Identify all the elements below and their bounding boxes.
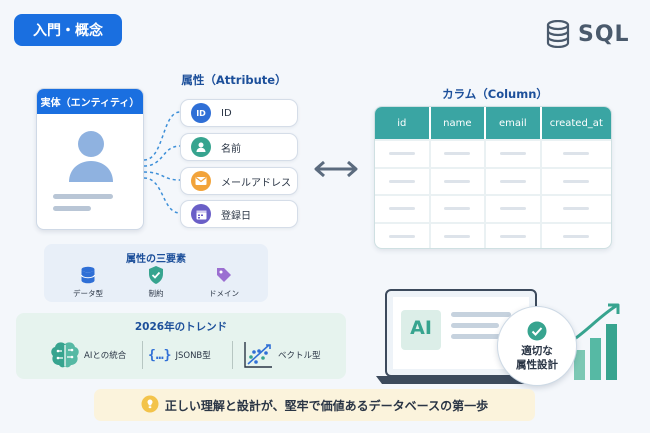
element-label: ドメイン <box>209 289 239 298</box>
badge-line-2: 属性設計 <box>516 358 558 371</box>
column-header: created_at <box>549 117 603 129</box>
laptop-screen-ai: AI <box>410 317 432 339</box>
column-table: id name email created_at <box>374 106 612 249</box>
attribute-label: ID <box>221 107 232 119</box>
entity-card: 実体（エンティティ） <box>36 88 144 230</box>
attribute-elements-panel: 属性の三要素 データ型 制約 ドメイン <box>44 244 268 302</box>
entity-attribute-connectors <box>144 111 181 214</box>
trend-ai-integration: AIとの統合 <box>50 339 126 371</box>
growth-chart-icon <box>572 303 620 380</box>
person-icon <box>191 137 211 157</box>
trend-title: 2026年のトレンド <box>134 321 228 333</box>
column-header-row: id name email created_at <box>375 107 611 139</box>
element-datatype: データ型 <box>58 265 118 299</box>
design-badge: 適切な 属性設計 <box>497 306 577 386</box>
element-constraint: 制約 <box>126 265 186 299</box>
trend-vector: ベクトル型 <box>242 339 321 371</box>
trend-label: AIとの統合 <box>84 351 127 361</box>
bottom-message-text: 正しい理解と設計が、堅牢で価値あるデータベースの第一歩 <box>164 398 489 413</box>
table-row <box>375 221 611 248</box>
attribute-label: 登録日 <box>221 210 251 222</box>
database-icon <box>78 265 98 285</box>
element-label: 制約 <box>148 289 164 298</box>
column-header: name <box>431 107 487 139</box>
attribute-email: メールアドレス <box>180 167 298 195</box>
element-label: データ型 <box>73 289 103 298</box>
attribute-name: 名前 <box>180 133 298 161</box>
attribute-id: ID ID <box>180 99 298 127</box>
divider <box>232 341 233 369</box>
entity-title: 実体（エンティティ） <box>37 89 143 114</box>
vector-scatter-icon <box>244 342 272 368</box>
id-icon: ID <box>191 103 211 123</box>
shield-check-icon <box>146 265 166 285</box>
mail-icon <box>191 171 211 191</box>
attribute-registered-date: 登録日 <box>180 200 298 228</box>
element-domain: ドメイン <box>194 265 254 299</box>
laptop-illustration <box>376 289 546 384</box>
trend-jsonb: {…} JSONB型 <box>148 339 211 371</box>
attributes-title: 属性（Attribute） <box>181 73 287 87</box>
column-header: email <box>486 107 542 139</box>
trend-label: ベクトル型 <box>278 351 321 361</box>
tag-icon <box>214 265 234 285</box>
columns-title: カラム（Column） <box>442 87 548 101</box>
check-circle-icon <box>527 321 547 340</box>
trend-panel: 2026年のトレンド AIとの統合 {…} JSONB型 ベクトル型 <box>16 313 346 379</box>
divider <box>142 341 143 369</box>
badge-line-1: 適切な <box>521 344 553 357</box>
sql-logo: SQL <box>546 20 630 48</box>
elements-title: 属性の三要素 <box>126 254 186 265</box>
attribute-label: メールアドレス <box>221 177 291 189</box>
table-row <box>375 139 611 167</box>
user-avatar-icon <box>53 131 113 211</box>
column-header: id <box>375 107 431 139</box>
calendar-icon <box>191 204 211 224</box>
table-row <box>375 194 611 222</box>
table-row <box>375 166 611 194</box>
bottom-message: 正しい理解と設計が、堅牢で価値あるデータベースの第一歩 <box>94 389 535 421</box>
attribute-label: 名前 <box>221 143 241 155</box>
braces-icon: {…} <box>148 347 172 363</box>
trend-label: JSONB型 <box>175 351 211 361</box>
brain-circuit-icon <box>51 342 79 368</box>
lightbulb-icon <box>141 395 159 413</box>
category-tag: 入門・概念 <box>14 14 122 46</box>
double-arrow-icon <box>314 160 358 178</box>
database-icon <box>546 20 570 48</box>
sql-logo-text: SQL <box>578 21 630 47</box>
